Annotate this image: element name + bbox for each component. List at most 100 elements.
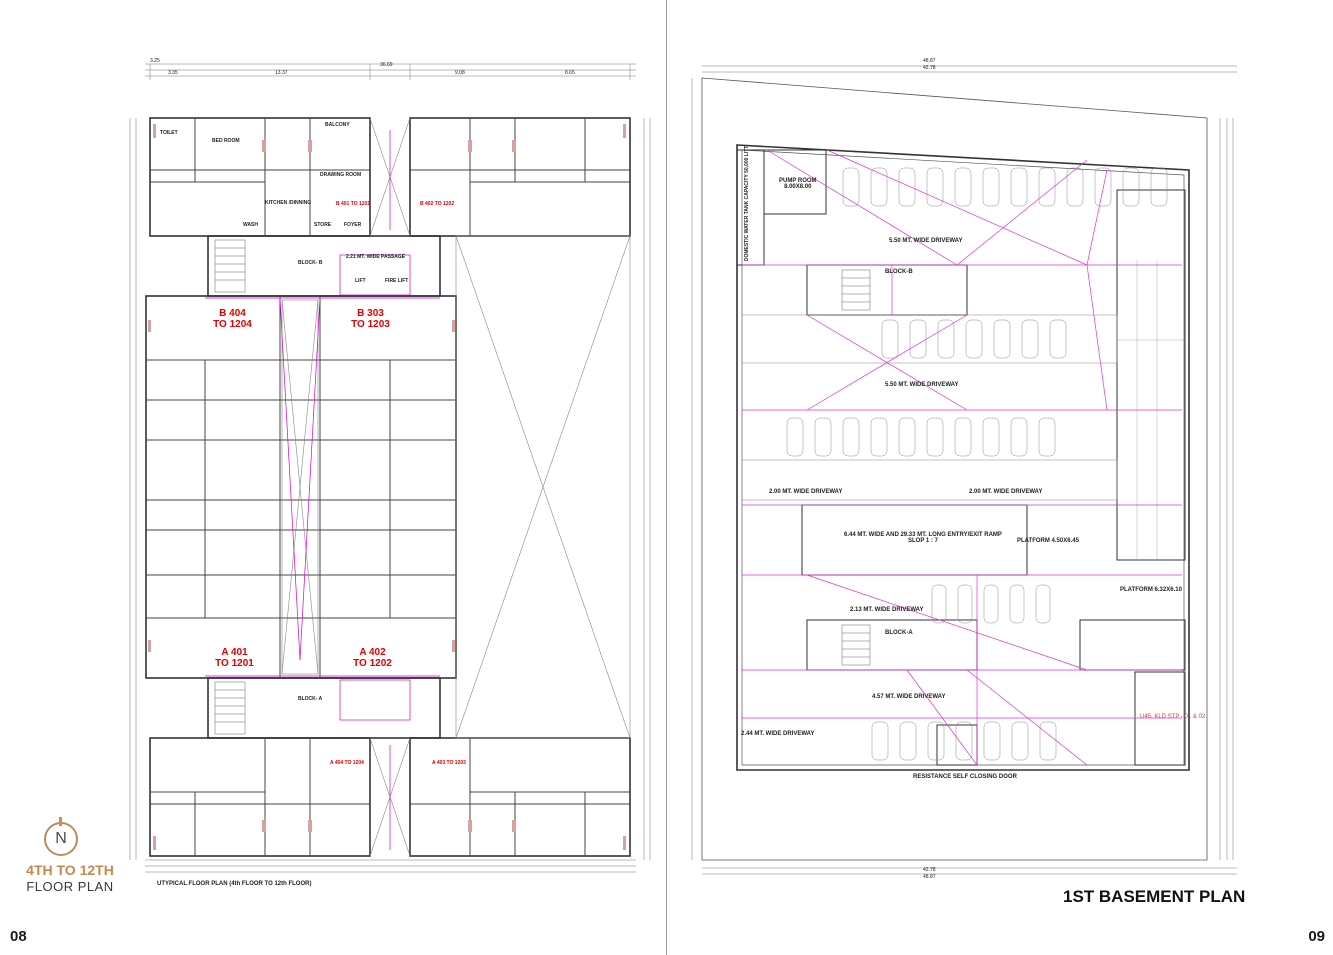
flat-label: B 402 TO 1202: [420, 201, 455, 207]
flat-label: A 404 TO 1204: [330, 760, 364, 766]
north-arrow-icon: N: [44, 817, 78, 856]
parking-bay: [814, 417, 832, 457]
parking-bay: [983, 721, 1001, 761]
parking-bay: [1122, 167, 1140, 207]
parking-bay: [870, 167, 888, 207]
unit-label-a402: A 402 TO 1202: [350, 647, 395, 669]
parking-bay: [982, 167, 1000, 207]
platform-label: PLATFORM 4.50X6.45: [1017, 538, 1079, 544]
flat-label: A 403 TO 1203: [432, 760, 466, 766]
parking-bay: [1021, 319, 1039, 359]
ramp-label: 6.44 MT. WIDE AND 29.33 MT. LONG ENTRY/E…: [844, 532, 1002, 544]
parking-bay: [1038, 167, 1056, 207]
unit-label-line2: TO 1203: [351, 319, 390, 330]
ramp-title: 6.44 MT. WIDE AND 29.33 MT. LONG ENTRY/E…: [844, 532, 1002, 538]
pump-room-dimension: 8.00X8.00: [784, 184, 812, 190]
parking-bay: [954, 167, 972, 207]
plan-caption: UTYPICAL FLOOR PLAN (4th FLOOR TO 12th F…: [157, 881, 312, 887]
parking-bay: [1066, 167, 1084, 207]
parking-bay: [881, 319, 899, 359]
unit-label-line2: TO 1204: [213, 319, 252, 330]
typical-floor-plan-drawing: [129, 63, 651, 873]
unit-label-b303: B 303 TO 1203: [348, 308, 393, 330]
parking-bay: [1094, 167, 1112, 207]
page-number: 09: [1308, 928, 1325, 945]
unit-label-b404: B 404 TO 1204: [210, 308, 255, 330]
driveway-label: 2.13 MT. WIDE DRIVEWAY: [850, 607, 924, 613]
parking-bay: [1009, 584, 1025, 624]
parking-bay: [926, 417, 944, 457]
parking-bay: [983, 584, 999, 624]
room-label: BED ROOM: [212, 138, 240, 144]
dimension-label: 3.35: [168, 70, 178, 76]
ramp-slope: SLOP 1 : 7: [908, 538, 938, 544]
room-label: BLOCK- B: [298, 260, 323, 266]
pump-room-label: PUMP ROOM 8.00X8.00: [779, 178, 817, 190]
floor-plan-title-line2: FLOOR PLAN: [26, 879, 114, 894]
water-tank-label: DOMESTIC WATER TANK CAPACITY 50,000 LITT…: [744, 144, 750, 262]
room-label: FIRE LIFT: [385, 278, 409, 284]
driveway-label: 2.00 MT. WIDE DRIVEWAY: [769, 489, 843, 495]
unit-label-line2: TO 1202: [353, 658, 392, 669]
page-number: 08: [10, 928, 27, 945]
dimension-label: 36.69: [380, 62, 393, 68]
room-label: KITCHEN /DINNING: [265, 200, 312, 206]
unit-label-a401: A 401 TO 1201: [212, 647, 257, 669]
dimension-label: 3.25: [150, 58, 160, 64]
dimension-label: 13.37: [275, 70, 288, 76]
parking-bay: [899, 721, 917, 761]
room-label: FOYER: [344, 222, 362, 228]
platform-label: PLATFORM 6.32X6.10: [1120, 587, 1182, 593]
stp-label: U45. KLD STP - 01 & 02: [1140, 714, 1206, 720]
basement-plan-page: PUMP ROOM 8.00X8.00 DOMESTIC WATER TANK …: [667, 0, 1333, 955]
unit-label-line1: B 404: [219, 308, 246, 319]
parking-bay: [955, 721, 973, 761]
parking-bay: [1010, 417, 1028, 457]
page-spine: [666, 0, 667, 955]
parking-bay: [1039, 721, 1057, 761]
parking-bay: [926, 167, 944, 207]
parking-bay: [871, 721, 889, 761]
floor-plan-title: 4TH TO 12TH FLOOR PLAN: [10, 862, 130, 895]
parking-bay: [898, 417, 916, 457]
parking-bay: [993, 319, 1011, 359]
parking-bay: [1035, 584, 1051, 624]
parking-bay: [931, 584, 947, 624]
unit-label-line1: A 402: [359, 647, 386, 658]
unit-label-line1: A 401: [221, 647, 248, 658]
room-label: DRAWING ROOM: [320, 172, 362, 178]
parking-bay: [1150, 167, 1168, 207]
room-label: WASH: [243, 222, 258, 228]
dimension-label: 42.78: [923, 867, 936, 873]
parking-bay: [1010, 167, 1028, 207]
parking-bay: [957, 584, 973, 624]
parking-bay: [842, 417, 860, 457]
parking-bay: [870, 417, 888, 457]
fire-door-label: RESISTANCE SELF CLOSING DOOR: [913, 774, 1017, 780]
basement-plan-title: 1ST BASEMENT PLAN: [1063, 887, 1246, 906]
parking-bay: [1011, 721, 1029, 761]
driveway-label: 4.57 MT. WIDE DRIVEWAY: [872, 694, 946, 700]
dimension-label: 48.87: [923, 874, 936, 880]
dimension-label: 48.87: [923, 58, 936, 64]
parking-bay: [954, 417, 972, 457]
block-label: BLOCK-A: [885, 630, 913, 636]
parking-bay: [909, 319, 927, 359]
parking-bay: [786, 417, 804, 457]
north-label: N: [55, 830, 67, 847]
flat-label: B 401 TO 1201: [336, 201, 371, 207]
pump-room-title: PUMP ROOM: [779, 178, 817, 184]
room-label: 2.21 MT. WIDE PASSAGE: [346, 254, 406, 260]
room-label: BALCONY: [325, 122, 350, 128]
parking-bay: [937, 319, 955, 359]
parking-bay: [898, 167, 916, 207]
dimension-label: 42.78: [923, 65, 936, 71]
room-label: STORE: [314, 222, 332, 228]
unit-label-line2: TO 1201: [215, 658, 254, 669]
parking-bay: [965, 319, 983, 359]
dimension-label: 8.65: [565, 70, 575, 76]
driveway-label: 5.50 MT. WIDE DRIVEWAY: [885, 382, 959, 388]
room-label: TOILET: [160, 130, 178, 136]
parking-bay: [1038, 417, 1056, 457]
floor-plan-page: B 404 TO 1204 B 303 TO 1203 A 401 TO 120…: [0, 0, 666, 955]
